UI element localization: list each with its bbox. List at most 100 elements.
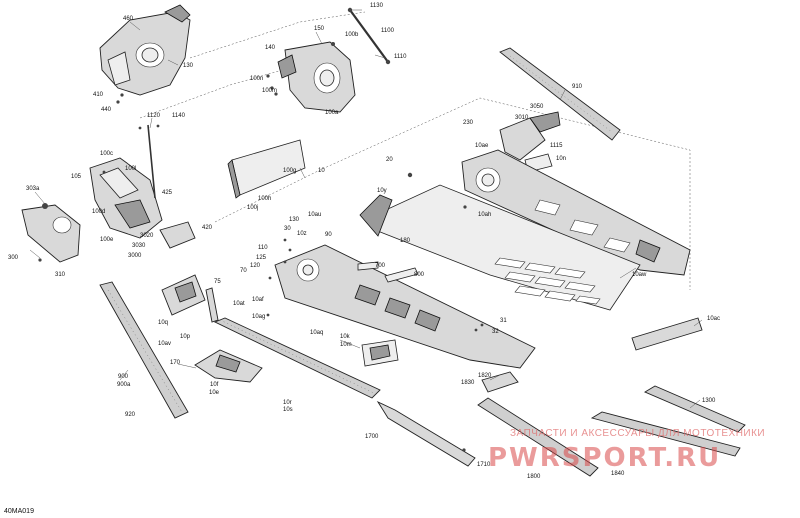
callout-label: 110 <box>258 245 268 251</box>
callout-label: 10z <box>297 231 307 237</box>
rear-bar-10ac <box>631 317 703 351</box>
callout-label: 1140 <box>172 113 186 119</box>
callout-label: 1300 <box>702 398 716 404</box>
callout-label: 100l <box>125 166 136 172</box>
callout-label: 10n <box>556 156 566 162</box>
front-suspension-support <box>89 124 163 239</box>
callout-label: 75 <box>214 279 221 285</box>
callout-label: 1830 <box>461 380 475 386</box>
callout-label: 140 <box>265 45 276 51</box>
watermark-brand: PWRSPORT.RU <box>488 443 721 473</box>
callout-label: 100e <box>100 237 114 243</box>
callout-label: 100n <box>250 76 263 82</box>
callout-label: 30 <box>284 226 291 232</box>
watermark-tagline: ЗАПЧАСТИ И АКСЕССУАРЫ ДЛЯ МОТОТЕХНИКИ <box>510 428 765 439</box>
callout-label: 32 <box>492 329 499 335</box>
callout-label: 10r <box>283 400 292 406</box>
callout-label: 420 <box>202 225 213 231</box>
running-board-rail <box>213 317 381 399</box>
callout-label: 100a <box>325 110 339 116</box>
callout-label: 1700 <box>365 434 379 440</box>
callout-label: 10ac <box>707 316 720 322</box>
tunnel-side-plate-left <box>274 244 536 369</box>
callout-label: 3030 <box>132 243 146 249</box>
callout-label: 10aw <box>632 272 647 278</box>
callout-label: 130 <box>183 63 194 69</box>
callout-label: 10s <box>283 407 293 413</box>
rear-diagonal-rail-900 <box>99 281 189 419</box>
bracket-10q <box>161 274 206 316</box>
rail-1700 <box>376 400 476 467</box>
rail-1840 <box>590 411 741 457</box>
fasteners <box>38 74 484 452</box>
callout-label: 10ah <box>478 212 491 218</box>
callout-label: 10p <box>180 334 191 340</box>
callout-label: 425 <box>162 190 173 196</box>
callout-label: 100b <box>345 32 359 38</box>
callout-label: 100d <box>92 209 105 215</box>
watermark: ЗАПЧАСТИ И АКСЕССУАРЫ ДЛЯ МОТОТЕХНИКИ PW… <box>488 428 765 473</box>
rear-rail-910 <box>499 47 621 141</box>
callout-label: 10f <box>210 382 219 388</box>
callout-label: 3000 <box>128 253 142 259</box>
small-bar-700 <box>357 261 379 271</box>
plate-10k <box>361 339 399 367</box>
callout-label: 440 <box>101 107 112 113</box>
footrest-bracket-170 <box>194 349 263 383</box>
callout-label: 700 <box>375 263 386 269</box>
steering-support-casting <box>277 41 356 113</box>
small-bracket-420 <box>159 221 196 249</box>
callout-labels: 460 130 150 140 1130 100b 1100 1110 100n… <box>8 3 720 480</box>
callout-label: 90 <box>325 232 332 238</box>
callout-label: 100m <box>262 88 277 94</box>
group-outline-main <box>214 97 691 290</box>
callout-label: 900 <box>118 374 129 380</box>
callout-label: 910 <box>572 84 583 90</box>
rail-1300 <box>644 385 746 433</box>
callout-label: 10y <box>377 188 387 194</box>
callout-label: 1820 <box>478 373 492 379</box>
callout-label: 70 <box>240 268 247 274</box>
callout-label: 100g <box>283 168 296 174</box>
callout-label: 10aq <box>310 330 323 336</box>
callout-label: 10e <box>209 390 220 396</box>
callout-label: 10at <box>233 301 245 307</box>
callout-label: 10q <box>158 320 168 326</box>
callout-label: 20 <box>386 157 393 163</box>
callout-label: 1110 <box>394 54 407 60</box>
callout-label: 300 <box>8 255 19 261</box>
front-frame-casting <box>99 4 191 96</box>
callout-label: 800 <box>414 272 425 278</box>
callout-label: 10af <box>252 297 264 303</box>
callout-label: 310 <box>55 272 66 278</box>
callout-label: 3050 <box>530 104 544 110</box>
callout-label: 1115 <box>550 143 563 149</box>
callout-label: 100j <box>247 205 258 211</box>
callout-label: 31 <box>500 318 507 324</box>
callout-label: 900a <box>117 382 131 388</box>
front-bracket-left <box>21 203 81 263</box>
tunnel-side-plate-right <box>461 149 691 276</box>
callout-label: 10ag <box>252 314 265 320</box>
callout-label: 1130 <box>370 3 384 9</box>
leader-lines <box>29 9 703 409</box>
callout-label: 920 <box>125 412 136 418</box>
small-bar-800 <box>384 267 419 283</box>
callout-label: 125 <box>256 255 267 261</box>
callout-label: 3020 <box>140 233 154 239</box>
callout-label: 1120 <box>147 113 161 119</box>
callout-label: 10av <box>158 341 171 347</box>
callout-label: 150 <box>314 26 325 32</box>
steering-rod <box>347 7 391 65</box>
tunnel-cooler-slots <box>494 257 601 305</box>
callout-label: 3010 <box>515 115 529 121</box>
callout-label: 1710 <box>477 462 491 468</box>
cover-plate-100h <box>227 139 306 199</box>
callout-label: 100h <box>258 196 271 202</box>
callout-label: 230 <box>463 120 474 126</box>
callout-label: 180 <box>400 238 411 244</box>
callout-label: 170 <box>170 360 181 366</box>
callout-label: 10ae <box>475 143 489 149</box>
callout-label: 10 <box>318 168 325 174</box>
